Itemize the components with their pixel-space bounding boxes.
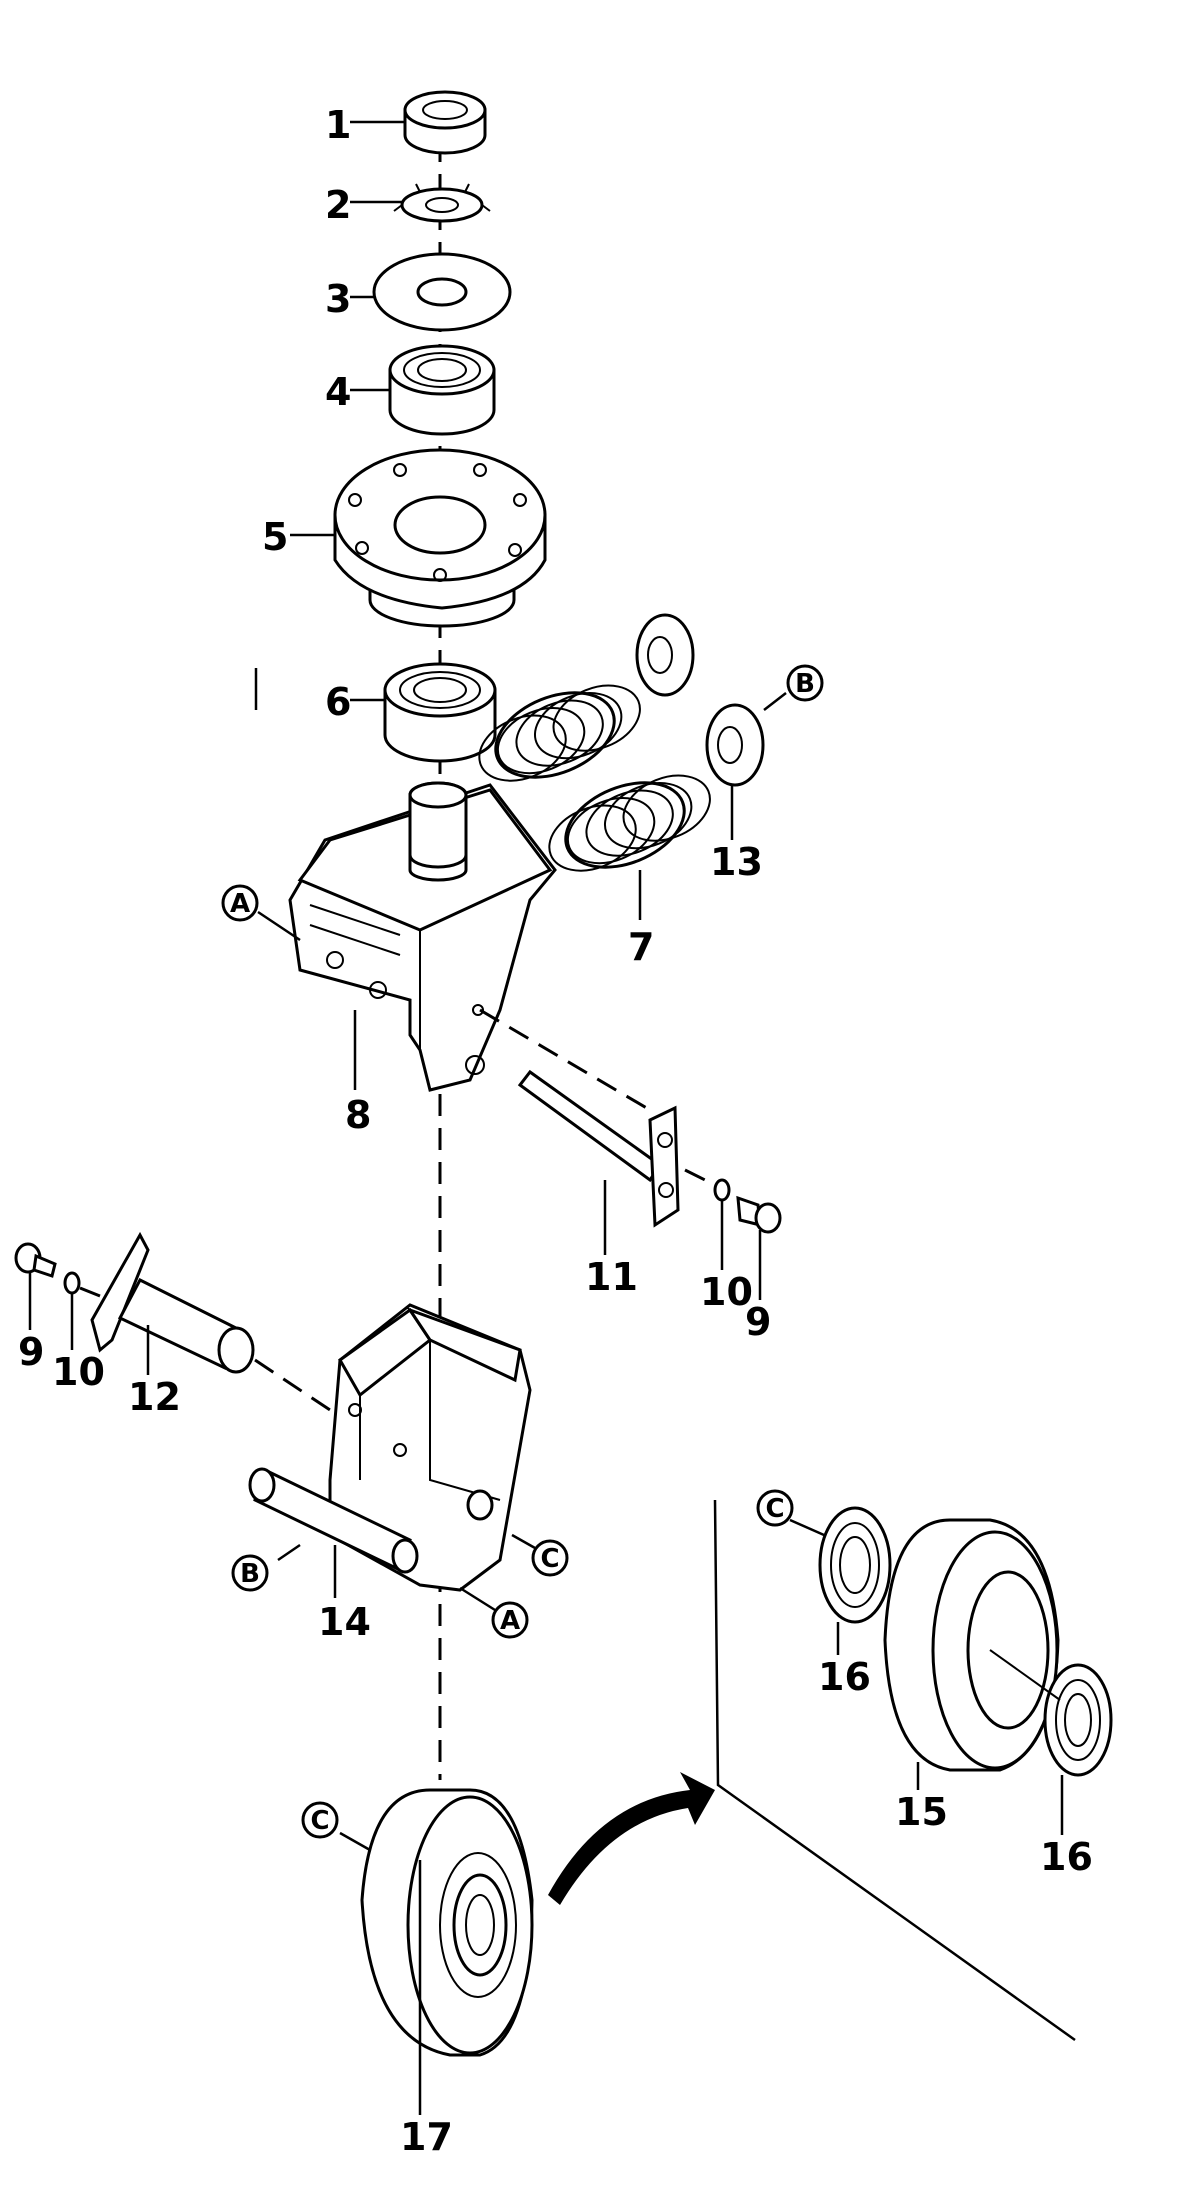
ref-marker-c-detail: C <box>756 1489 794 1527</box>
part-7-springs <box>478 684 711 872</box>
svg-text:C: C <box>310 1806 329 1836</box>
ref-marker-a-upper: A <box>221 884 259 922</box>
part-8-upper-bracket <box>288 781 557 1092</box>
part-labels: 1 2 3 4 5 6 7 8 9 9 10 10 11 12 13 14 15… <box>18 103 1093 2159</box>
part-1-nut <box>403 90 487 155</box>
svg-text:A: A <box>500 1606 520 1636</box>
label-part-7: 7 <box>628 925 654 969</box>
label-part-2: 2 <box>325 183 351 227</box>
part-17-wheel <box>360 1788 534 2057</box>
label-part-11: 11 <box>585 1255 638 1299</box>
label-part-15: 15 <box>895 1790 948 1834</box>
part-5-hub-flange <box>333 448 547 628</box>
svg-text:C: C <box>765 1494 784 1524</box>
part-9-10-12-left-fasteners <box>14 1231 331 1412</box>
label-part-16-left: 16 <box>818 1655 871 1699</box>
label-part-12: 12 <box>128 1375 181 1419</box>
detail-view-frame <box>548 1499 1076 2042</box>
svg-text:A: A <box>230 889 250 919</box>
part-6-bearing <box>383 662 497 763</box>
ref-marker-b-lower: B <box>231 1554 269 1592</box>
part-4-bearing <box>388 344 496 436</box>
part-14-lower-bracket <box>248 1303 532 1592</box>
label-part-8: 8 <box>345 1093 371 1137</box>
label-part-5: 5 <box>262 515 288 559</box>
part-3-washer <box>372 252 512 332</box>
part-15-tyre <box>883 1518 1060 1772</box>
ref-marker-c-wheel: C <box>301 1801 339 1839</box>
label-part-14: 14 <box>318 1600 371 1644</box>
label-part-10-right: 10 <box>700 1270 753 1314</box>
part-16-bearing-left <box>818 1506 892 1624</box>
svg-text:C: C <box>540 1544 559 1574</box>
svg-text:B: B <box>240 1559 260 1589</box>
part-2-lock-washer <box>393 183 491 223</box>
part-11-pin-plate <box>479 1008 680 1228</box>
part-13-spring-caps <box>635 613 765 787</box>
label-part-10-left: 10 <box>52 1350 105 1394</box>
ref-marker-c-bracket: C <box>531 1539 569 1577</box>
part-16-bearing-right <box>989 1649 1113 1777</box>
label-part-16-right: 16 <box>1040 1835 1093 1879</box>
label-part-6: 6 <box>325 680 351 724</box>
label-part-4: 4 <box>325 370 351 414</box>
leader-lines <box>28 120 1064 2115</box>
label-part-3: 3 <box>325 277 351 321</box>
label-part-1: 1 <box>325 103 351 147</box>
detail-arrow-icon <box>548 1772 715 1905</box>
label-part-9-left: 9 <box>18 1330 44 1374</box>
label-part-17: 17 <box>400 2115 453 2159</box>
label-part-13: 13 <box>710 840 763 884</box>
part-10-9-right-fasteners <box>684 1168 782 1234</box>
svg-text:B: B <box>795 669 815 699</box>
label-part-9-right: 9 <box>745 1300 771 1344</box>
ref-marker-b-upper: B <box>786 664 824 702</box>
ref-marker-a-lower: A <box>491 1601 529 1639</box>
reference-markers: A A B B C C C <box>221 664 824 1839</box>
